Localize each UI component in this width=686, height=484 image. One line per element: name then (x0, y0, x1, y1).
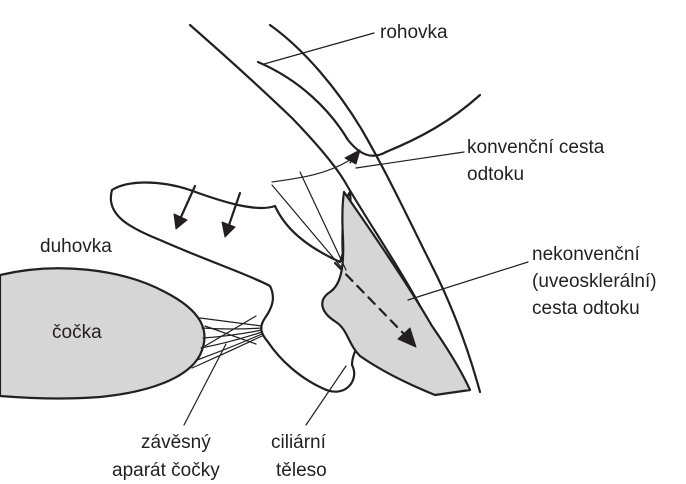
conventional-leader (356, 152, 464, 168)
lens-label: čočka (52, 322, 102, 343)
unconventional-label-line1: nekonvenční (532, 244, 640, 265)
iris-label: duhovka (40, 236, 112, 257)
lens-shape (0, 268, 205, 398)
conventional-label-line1: konvenční cesta (467, 137, 605, 158)
unconventional-label-line3: cesta odtoku (532, 298, 640, 319)
zonules-label-line2: aparát čočky (112, 460, 220, 481)
conventional-label-line2: odtoku (467, 164, 524, 185)
cornea-leader (264, 33, 374, 64)
zonules-label-line1: závěsný (141, 432, 211, 453)
ciliary-label-line2: těleso (276, 460, 327, 481)
unconventional-label-line2: (uveosklerální) (532, 271, 657, 292)
ciliary-label-line1: ciliární (271, 432, 327, 453)
unconventional-leader (408, 262, 528, 300)
cornea-label: rohovka (380, 22, 448, 43)
